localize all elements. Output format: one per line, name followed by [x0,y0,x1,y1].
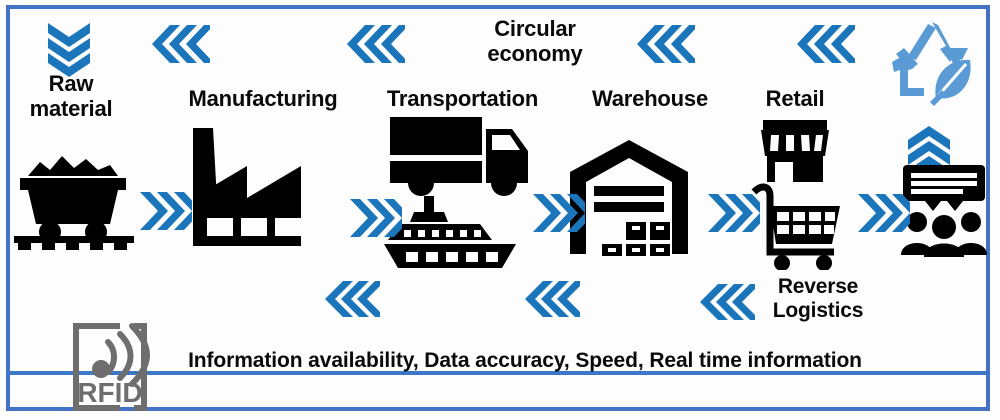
mine-cart-icon [14,148,134,252]
reverse-chevron-group-5 [322,280,380,318]
rfid-icon: RFID [68,322,162,414]
forward-chevron-group-3 [531,192,585,234]
rfid-label: RFID [77,377,142,408]
forward-chevron-group-4 [706,192,760,234]
shop-icon [759,118,831,184]
reverse-chevron-group-2 [343,24,405,64]
cargo-ship-icon [384,196,534,270]
baseline-divider [10,371,986,375]
bottom-banner-text: Information availability, Data accuracy,… [188,349,862,372]
factory-icon [183,122,313,250]
reverse-logistics-label: Reverse Logistics [772,275,864,322]
reverse-chevron-group-4 [793,24,855,64]
customers-icon [897,165,991,257]
reverse-chevron-group-7 [697,283,755,321]
stage-label-warehouse: Warehouse [592,86,708,111]
forward-chevron-group-2 [348,197,402,239]
forward-chevron-group-5 [856,192,910,234]
recycle-leaf-icon [884,18,982,106]
stage-label-raw-material: Raw material [29,71,113,121]
down-chevron-group [46,20,92,78]
truck-icon [388,113,532,197]
reverse-chevron-group-1 [148,24,210,64]
shopping-cart-icon [748,178,844,270]
circular-economy-label: Circular economy [487,16,583,66]
forward-chevron-group-1 [138,190,192,232]
stage-label-transportation: Transportation [386,86,539,111]
reverse-chevron-group-3 [633,24,695,64]
stage-label-manufacturing: Manufacturing [188,86,338,111]
stage-label-retail: Retail [765,86,825,111]
reverse-chevron-group-6 [522,280,580,318]
warehouse-icon [568,138,690,256]
